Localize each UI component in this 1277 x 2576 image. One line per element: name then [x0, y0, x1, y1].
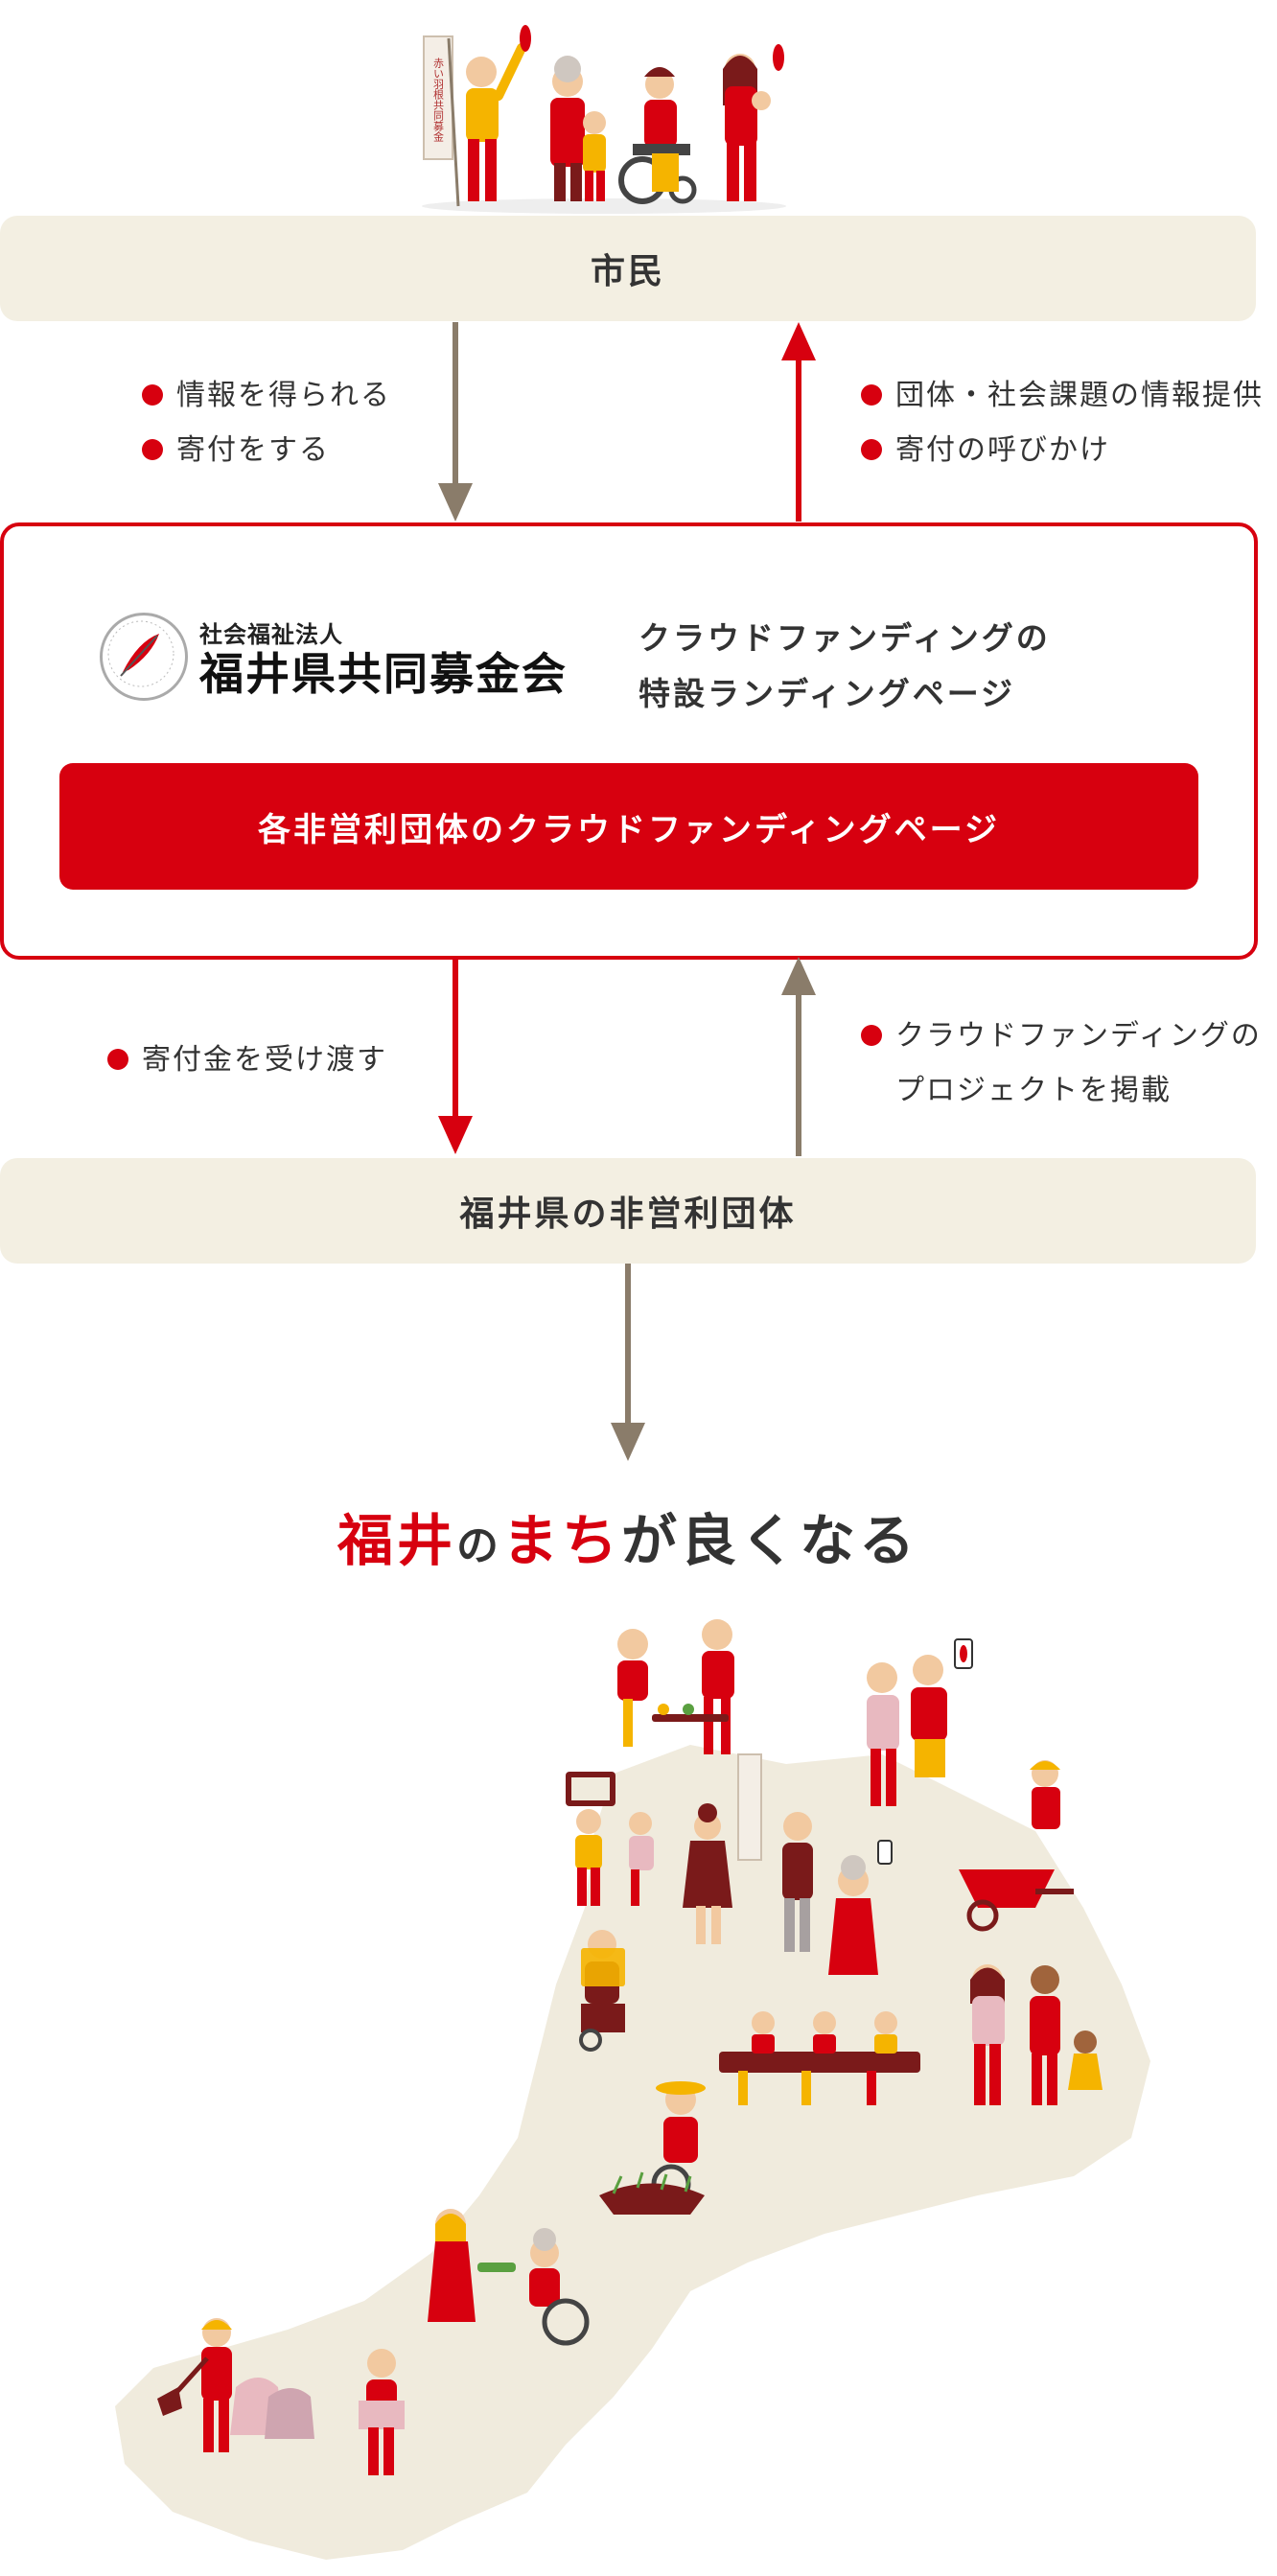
org-crowdfunding-label: 各非営利団体のクラウドファンディングページ [258, 810, 1000, 849]
headline-rest: が良くなる [621, 1508, 919, 1573]
headline-machi: まち [501, 1508, 621, 1573]
landing-line-1: クラウドファンディングの [638, 619, 1051, 657]
list-item: 寄付金を受け渡す [107, 1033, 387, 1087]
landing-line-2: 特設ランディングページ [638, 675, 1016, 712]
list-item: 情報を得られる [142, 368, 391, 423]
red-feather-icon [100, 613, 188, 701]
bullet-icon [142, 439, 163, 460]
bullet-icon [861, 439, 882, 460]
citizen-benefits-list: 情報を得られる 寄付をする [142, 368, 391, 477]
citizens-illustration: 赤い羽根共同募金 [422, 25, 786, 214]
headline-no: の [455, 1521, 502, 1570]
arrow-up-to-citizens [781, 322, 816, 522]
citizens-label: 市民 [590, 252, 665, 291]
npo-label: 福井県の非営利団体 [459, 1195, 797, 1234]
fukui-map-illustration [115, 1619, 1150, 2560]
organization-logo[interactable]: 社会福祉法人 福井県共同募金会 [100, 613, 568, 701]
bullet-icon [861, 1025, 882, 1046]
platform-box: 社会福祉法人 福井県共同募金会 クラウドファンディングの 特設ランディングページ… [0, 522, 1258, 960]
headline: 福井のまちが良くなる [0, 1496, 1256, 1576]
arrow-up-to-platform [781, 957, 816, 1156]
npo-band: 福井県の非営利団体 [0, 1158, 1256, 1264]
logo-subtitle: 社会福祉法人 [199, 620, 343, 648]
donation-transfer-list: 寄付金を受け渡す [107, 1033, 387, 1087]
logo-title: 福井県共同募金会 [199, 647, 568, 700]
sign-text: 赤い羽根共同募金 [432, 58, 445, 142]
project-posting-list: クラウドファンディングの プロジェクトを掲載 [861, 1009, 1262, 1118]
arrow-down-to-town [611, 1264, 645, 1461]
arrow-down-to-npo [438, 957, 473, 1154]
list-item: 寄付をする [142, 423, 391, 477]
org-crowdfunding-button[interactable]: 各非営利団体のクラウドファンディングページ [59, 763, 1198, 890]
headline-fukui: 福井 [337, 1508, 456, 1573]
list-item: クラウドファンディングの プロジェクトを掲載 [861, 1009, 1262, 1118]
posting-line-1: クラウドファンディングの [895, 1019, 1262, 1053]
posting-line-2: プロジェクトを掲載 [895, 1074, 1172, 1107]
list-item: 寄付の呼びかけ [861, 423, 1264, 477]
bullet-icon [861, 384, 882, 406]
citizens-band: 市民 [0, 216, 1256, 321]
landing-page-description: クラウドファンディングの 特設ランディングページ [638, 611, 1051, 722]
bullet-icon [142, 384, 163, 406]
platform-actions-list: 団体・社会課題の情報提供 寄付の呼びかけ [861, 368, 1264, 477]
arrow-down-to-platform [438, 322, 473, 522]
bullet-icon [107, 1049, 128, 1070]
list-item: 団体・社会課題の情報提供 [861, 368, 1264, 423]
